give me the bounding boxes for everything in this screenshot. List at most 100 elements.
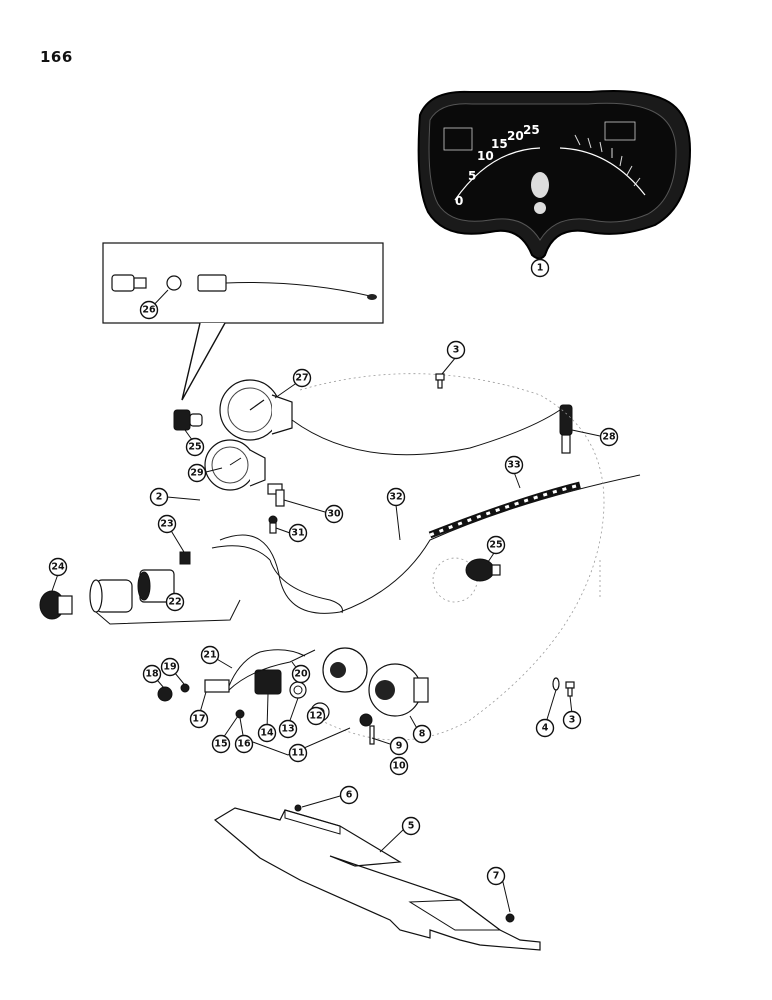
svg-text:21: 21 <box>203 650 216 661</box>
callout-32: 32 <box>386 487 406 507</box>
callout-5: 5 <box>401 816 421 836</box>
svg-text:29: 29 <box>190 468 203 479</box>
callout-13: 13 <box>278 719 298 739</box>
callout-9: 9 <box>389 736 409 756</box>
svg-text:23: 23 <box>160 519 173 530</box>
svg-text:4: 4 <box>542 723 549 734</box>
callout-4: 4 <box>535 718 555 738</box>
switch-hardware <box>157 649 330 722</box>
callout-19: 19 <box>160 657 180 677</box>
callout-22: 22 <box>165 592 185 612</box>
fitting-31 <box>268 515 278 534</box>
callout-26: 26 <box>139 300 159 320</box>
svg-text:5: 5 <box>408 821 415 832</box>
gauge-27 <box>219 379 293 441</box>
svg-text:25: 25 <box>188 442 201 453</box>
svg-text:8: 8 <box>419 729 426 740</box>
callout-15: 15 <box>211 734 231 754</box>
callout-1: 1 <box>530 258 550 278</box>
svg-text:3: 3 <box>453 345 460 356</box>
svg-text:25: 25 <box>489 540 502 551</box>
screw-3-bottom <box>565 681 575 697</box>
svg-text:33: 33 <box>507 460 520 471</box>
callout-28: 28 <box>599 427 619 447</box>
callout-24: 24 <box>48 557 68 577</box>
callout-14: 14 <box>257 723 277 743</box>
callout-31: 31 <box>288 523 308 543</box>
callout-17: 17 <box>189 709 209 729</box>
gauge-29 <box>204 439 266 491</box>
page-number: 166 <box>40 48 73 66</box>
callout-20: 20 <box>291 664 311 684</box>
callout-25-right: 25 <box>486 535 506 555</box>
support-bracket <box>213 804 541 951</box>
callout-18: 18 <box>142 664 162 684</box>
svg-text:2: 2 <box>156 492 163 503</box>
callout-27: 27 <box>292 368 312 388</box>
scale-label: 25 <box>523 123 540 137</box>
callout-21: 21 <box>200 645 220 665</box>
scale-label: 0 <box>455 194 463 208</box>
callout-29: 29 <box>187 463 207 483</box>
screw-3-top <box>435 373 445 389</box>
svg-text:32: 32 <box>389 492 402 503</box>
svg-text:17: 17 <box>192 714 205 725</box>
cable-33 <box>428 481 581 539</box>
svg-text:31: 31 <box>291 528 304 539</box>
scale-label: 15 <box>491 137 508 151</box>
svg-text:11: 11 <box>291 748 304 759</box>
svg-text:28: 28 <box>602 432 616 443</box>
lamp-socket <box>111 274 377 300</box>
svg-text:19: 19 <box>163 662 176 673</box>
svg-text:15: 15 <box>214 739 227 750</box>
scale-label: 10 <box>477 149 494 163</box>
washer-4 <box>552 677 560 691</box>
fitting-30 <box>267 483 285 507</box>
eagle-emblem-icon <box>531 172 549 214</box>
cigar-lighter <box>39 545 343 620</box>
svg-text:30: 30 <box>327 509 341 520</box>
key-icon <box>359 713 375 745</box>
ignition-switch <box>368 663 429 717</box>
callout-7: 7 <box>486 866 506 886</box>
svg-text:3: 3 <box>569 715 576 726</box>
knob-25 <box>465 558 501 582</box>
scale-label: 5 <box>468 169 476 183</box>
callout-12: 12 <box>306 706 326 726</box>
lamp-socket-25 <box>173 409 203 431</box>
callout-33: 33 <box>504 455 524 475</box>
svg-text:9: 9 <box>396 741 403 752</box>
svg-text:13: 13 <box>281 724 294 735</box>
callout-2: 2 <box>149 487 169 507</box>
svg-text:27: 27 <box>295 373 308 384</box>
svg-text:26: 26 <box>142 305 156 316</box>
scale-label: 20 <box>507 129 524 143</box>
callout-3-bottom: 3 <box>562 710 582 730</box>
callout-16: 16 <box>234 734 254 754</box>
svg-text:7: 7 <box>493 871 500 882</box>
callout-8: 8 <box>412 724 432 744</box>
callout-10: 10 <box>389 756 409 776</box>
svg-text:6: 6 <box>346 790 353 801</box>
leader-lines <box>51 255 601 913</box>
callout-25-left: 25 <box>185 437 205 457</box>
light-switch <box>322 647 368 693</box>
svg-text:14: 14 <box>260 728 274 739</box>
instrument-panel: 0 5 10 15 20 25 <box>417 90 692 260</box>
callout-6: 6 <box>339 785 359 805</box>
inset-box <box>102 242 384 401</box>
tick-marks <box>574 134 641 187</box>
callout-3-top: 3 <box>446 340 466 360</box>
svg-text:20: 20 <box>294 669 308 680</box>
svg-text:16: 16 <box>237 739 251 750</box>
panel-scale-labels: 0 5 10 15 20 25 <box>455 123 540 208</box>
callout-23: 23 <box>157 514 177 534</box>
svg-text:1: 1 <box>537 263 544 274</box>
svg-text:18: 18 <box>145 669 159 680</box>
temp-sender <box>559 404 573 454</box>
svg-text:22: 22 <box>168 597 181 608</box>
callout-30: 30 <box>324 504 344 524</box>
callout-11: 11 <box>288 743 308 763</box>
svg-text:12: 12 <box>309 711 322 722</box>
